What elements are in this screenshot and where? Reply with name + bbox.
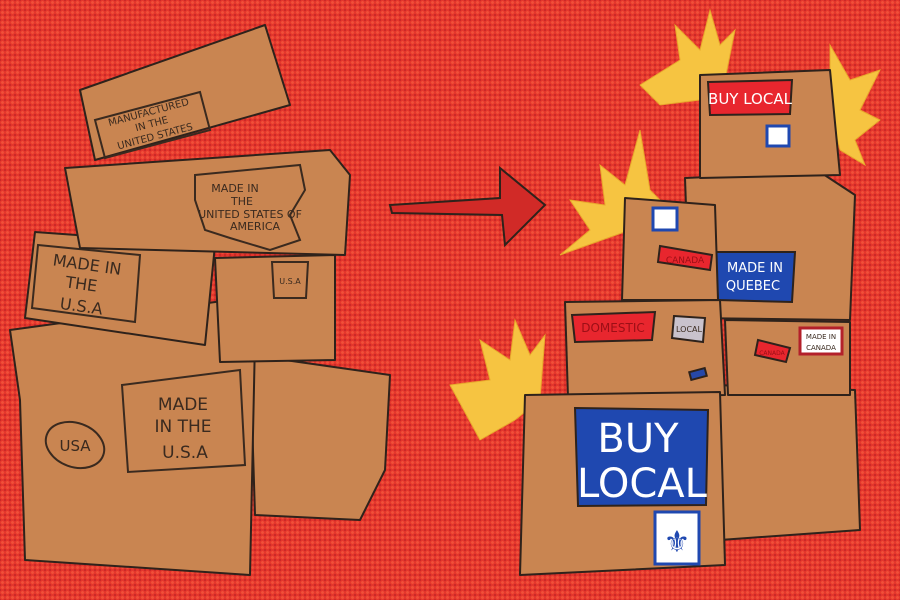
fleur-de-lis-icon: ⚜ xyxy=(664,525,691,560)
label-manufactured xyxy=(93,90,212,160)
label-text: CANADA xyxy=(759,350,785,357)
label-made-in-usa-big xyxy=(120,368,247,474)
label-text: MADE INTHEU.S.A xyxy=(46,250,123,320)
label-text: CANADA xyxy=(666,256,705,266)
label-usa-oval xyxy=(44,420,106,470)
box-made-in-america xyxy=(64,149,351,256)
buy-local-top-sticker xyxy=(706,78,794,117)
made-in-canada-sticker xyxy=(798,326,844,356)
canada-sticker xyxy=(656,244,714,272)
box-small-right xyxy=(214,254,336,363)
us-map-label xyxy=(194,163,307,252)
domestic-sticker xyxy=(570,310,657,344)
arrow-icon xyxy=(388,165,547,248)
label-text: LOCAL xyxy=(676,325,703,334)
sticker-blue-small xyxy=(688,366,708,382)
buy-local-big-sticker xyxy=(573,406,710,508)
label-small-usa xyxy=(270,261,310,299)
box-bottom-right xyxy=(249,354,391,521)
label-text: DOMESTIC xyxy=(581,321,645,335)
label-text: BUY LOCAL xyxy=(708,90,793,108)
box-top-open xyxy=(79,24,291,161)
box-bottom-right xyxy=(714,384,861,541)
starburst-icon xyxy=(449,318,546,441)
canada-small-sticker xyxy=(753,338,792,364)
local-sticker xyxy=(670,314,707,344)
quebec-flag-icon xyxy=(765,124,791,148)
label-text: USA xyxy=(59,437,91,455)
label-made-in-usa-tilted xyxy=(30,243,142,324)
quebec-flag-icon xyxy=(653,510,701,566)
label-text: U.S.A xyxy=(279,277,301,286)
quebec-flag-icon xyxy=(651,206,679,232)
made-in-quebec-sticker xyxy=(713,251,797,304)
